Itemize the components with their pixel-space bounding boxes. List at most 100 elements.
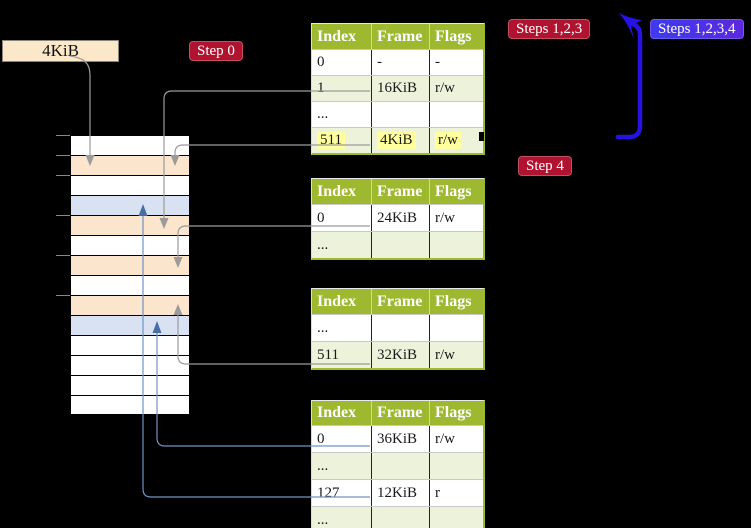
physical-memory-column bbox=[70, 135, 190, 415]
table-row: ... bbox=[312, 506, 483, 528]
table-header-cell-flags: Flags bbox=[429, 179, 483, 204]
memory-frame-row-3 bbox=[70, 195, 190, 215]
memory-frame-row-0 bbox=[70, 135, 190, 155]
badge-step-4-label: Step 4 bbox=[526, 158, 564, 174]
badge-steps-123-label: Steps 1,2,3 bbox=[516, 21, 583, 37]
table-cell: 0 bbox=[317, 209, 325, 226]
table-row: ... bbox=[312, 231, 483, 258]
table-cell: 127 bbox=[317, 484, 340, 501]
table-cell bbox=[371, 453, 429, 479]
table-cell: 24KiB bbox=[371, 205, 429, 231]
table-cell: - bbox=[429, 50, 483, 75]
memory-tick-marks bbox=[56, 135, 70, 296]
table-cell: r/w bbox=[429, 426, 483, 452]
table-header-cell-flags: Flags bbox=[429, 401, 483, 425]
table-cell: 0 bbox=[317, 54, 325, 70]
big-loop-arrow-shaft bbox=[615, 21, 643, 140]
table-header-cell-index: Index bbox=[317, 27, 357, 45]
table-row: 511 4KiB r/w bbox=[312, 127, 483, 153]
table-cell bbox=[371, 315, 429, 341]
page-size-label: 4KiB bbox=[42, 41, 79, 60]
page-size-box: 4KiB bbox=[2, 40, 119, 62]
table-cell: 511 bbox=[312, 128, 371, 153]
table-row: 0 -- bbox=[312, 49, 483, 75]
memory-frame-row-8 bbox=[70, 295, 190, 315]
table-cell bbox=[429, 232, 483, 258]
table-cell bbox=[429, 102, 483, 127]
table-cell: 32KiB bbox=[371, 342, 429, 368]
memory-frame-row-13 bbox=[70, 395, 190, 415]
table-cell: r/w bbox=[429, 128, 483, 153]
table-cell: 0 bbox=[317, 430, 325, 447]
table-row: ... bbox=[312, 101, 483, 127]
table-header-cell-flags: Flags bbox=[429, 289, 483, 314]
table-cell: 12KiB bbox=[371, 480, 429, 506]
table-header-cell-frame: Frame bbox=[371, 179, 429, 204]
table-cell: - bbox=[371, 50, 429, 75]
table-cell: 1 bbox=[317, 80, 325, 96]
memory-frame-row-4 bbox=[70, 215, 190, 235]
table-cell bbox=[429, 453, 483, 479]
table-row: ... bbox=[312, 452, 483, 479]
badge-step-4: Step 4 bbox=[518, 156, 572, 176]
big-loop-arrowhead-icon bbox=[619, 13, 642, 39]
table-cell bbox=[429, 507, 483, 528]
table-cell: 4KiB bbox=[371, 128, 429, 153]
table-header-cell-frame: Frame bbox=[371, 24, 429, 49]
table-header-cell-frame: Frame bbox=[371, 289, 429, 314]
table-cell bbox=[371, 507, 429, 528]
memory-frame-row-10 bbox=[70, 335, 190, 355]
table-row: ... bbox=[312, 314, 483, 341]
table-cell: r/w bbox=[429, 76, 483, 101]
highlighted-value: 4KiB bbox=[377, 132, 416, 149]
badge-steps-1234-label: Steps 1,2,3,4 bbox=[658, 21, 736, 37]
badge-step-0: Step 0 bbox=[189, 41, 243, 61]
memory-frame-row-1 bbox=[70, 155, 190, 175]
table-cell bbox=[371, 102, 429, 127]
table-header-cell-flags: Flags bbox=[429, 24, 483, 49]
memory-frame-row-5 bbox=[70, 235, 190, 255]
badge-steps-123: Steps 1,2,3 bbox=[508, 19, 591, 39]
table-cell: ... bbox=[317, 319, 329, 336]
memory-frame-row-2 bbox=[70, 175, 190, 195]
badge-steps-1234: Steps 1,2,3,4 bbox=[650, 19, 744, 39]
table-header-cell-index: Index bbox=[317, 292, 357, 310]
memory-frame-row-11 bbox=[70, 355, 190, 375]
table-cell: r bbox=[429, 480, 483, 506]
table-header-cell-index: Index bbox=[317, 404, 357, 421]
big-loop-arrow bbox=[615, 13, 643, 140]
table-cell: r/w bbox=[429, 205, 483, 231]
memory-frame-row-7 bbox=[70, 275, 190, 295]
table-cell: ... bbox=[317, 511, 329, 528]
table-cell: 36KiB bbox=[371, 426, 429, 452]
memory-frame-row-6 bbox=[70, 255, 190, 275]
table-cell: ... bbox=[317, 457, 329, 474]
table-cell: ... bbox=[317, 236, 329, 253]
table-cell: r/w bbox=[429, 342, 483, 368]
table-header-cell-index: Index bbox=[317, 182, 357, 200]
badge-step-0-label: Step 0 bbox=[197, 43, 235, 59]
memory-frame-row-9 bbox=[70, 315, 190, 335]
highlighted-value: 511 bbox=[317, 132, 345, 149]
highlighted-value: r/w bbox=[435, 132, 461, 149]
table-header-cell-frame: Frame bbox=[371, 401, 429, 425]
table-cell: 16KiB bbox=[371, 76, 429, 101]
table-cell bbox=[371, 232, 429, 258]
table-cell: ... bbox=[317, 106, 329, 122]
table-cell: 511 bbox=[317, 346, 339, 363]
table-cell bbox=[429, 315, 483, 341]
